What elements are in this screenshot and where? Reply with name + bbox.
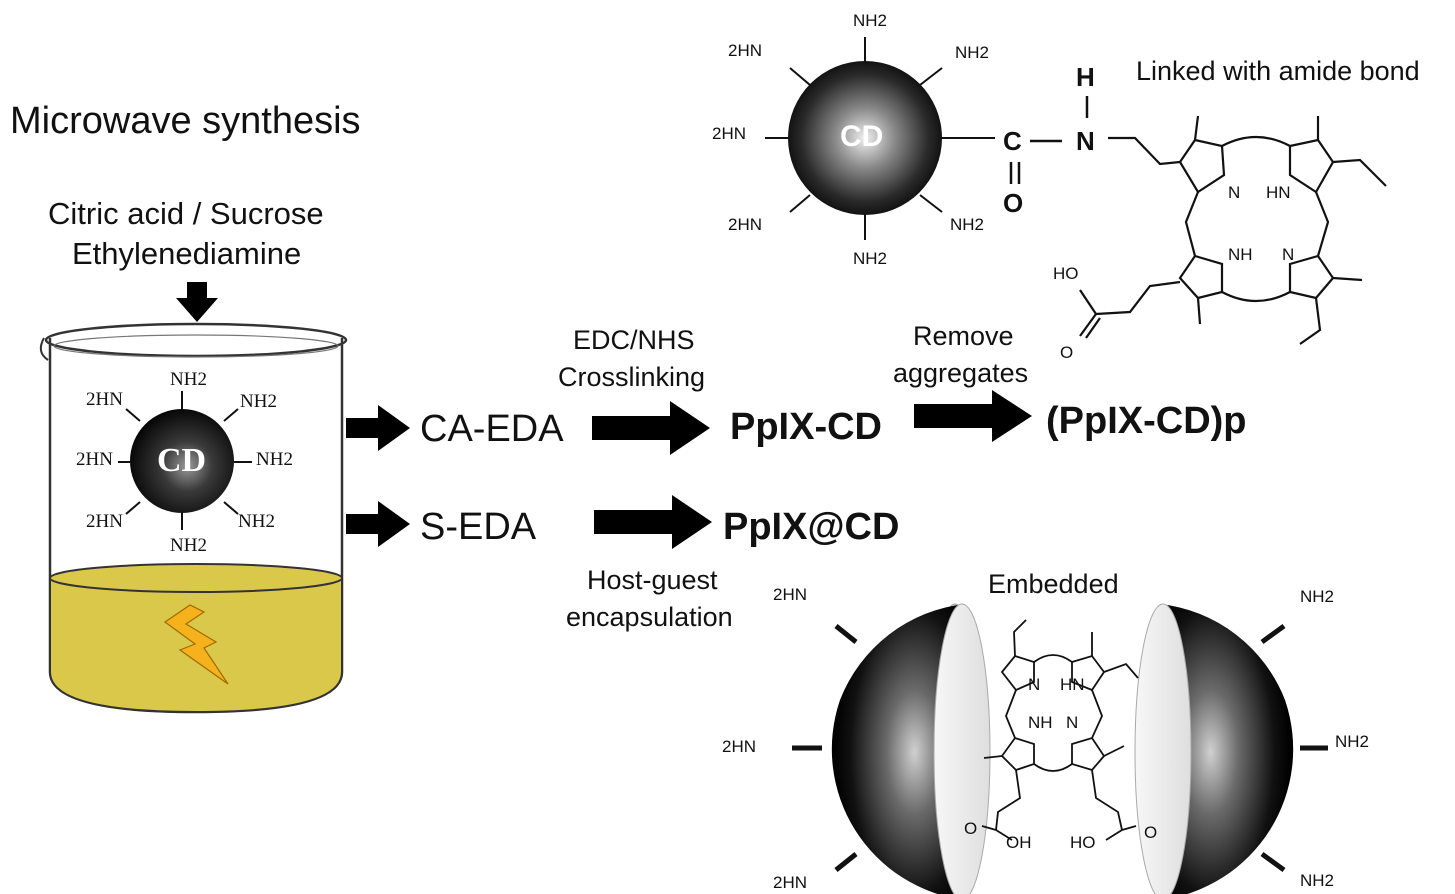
bottom-acid-ho: HO [1070,833,1096,852]
bottom-acid-o-right: O [1144,823,1158,842]
bottom-left-group-3: 2HN [773,873,808,892]
top-group-5: 2HN [728,215,763,234]
lightning-icon [163,604,229,685]
left-half-sphere [831,603,991,894]
step-b-line-1: Host-guest [587,565,718,595]
top-group-2: 2HN [728,41,763,60]
top-acid-ho: HO [1053,264,1079,283]
beaker-group-right: NH2 [256,449,293,470]
bottom-acid-o-left: O [964,819,978,838]
bottom-ring-n2: N [1066,713,1079,732]
bottom-ring-n1: N [1028,675,1041,694]
bottom-right-group-3: NH2 [1300,871,1335,890]
top-cd-sphere [788,61,942,215]
amide-hydrogen: H [1076,62,1095,92]
amide-bond-lines [1009,96,1089,184]
amide-caption: Linked with amide bond [1136,56,1420,86]
arrow-crosslinking [592,401,710,455]
top-ring-n1: N [1228,183,1241,202]
top-ring-hn: HN [1266,183,1291,202]
bottom-acid-oh: OH [1006,833,1032,852]
bottom-right-group-2: NH2 [1335,732,1370,751]
top-group-4: 2HN [712,124,747,143]
step-b-line-2: encapsulation [566,602,733,632]
bottom-ring-nh: NH [1028,713,1053,732]
amide-oxygen: O [1003,188,1024,218]
beaker-group-top: NH2 [170,369,207,390]
beaker-group-upper-right: NH2 [240,391,277,412]
bottom-spokes-left [792,624,858,872]
arrow-encapsulation [594,495,712,549]
beaker-group-lower-right: NH2 [238,511,275,532]
bottom-ring-hn: HN [1060,675,1085,694]
beaker-group-lower-left: 2HN [86,511,123,532]
bottom-left-group-1: 2HN [773,585,808,604]
bottom-left-group-2: 2HN [722,737,757,756]
beaker-group-left: 2HN [76,449,113,470]
beaker-cd-spokes [118,391,252,530]
beaker-group-bottom: NH2 [170,535,207,556]
top-group-3: NH2 [955,43,990,62]
top-ring-nh: NH [1228,245,1253,264]
amide-nitrogen: N [1076,126,1095,156]
arrow-to-s-eda [346,501,410,547]
top-porphyrin [1079,115,1387,345]
right-half-sphere [1134,603,1294,894]
arrow-remove-aggregates [914,390,1032,442]
step-a-line-1: EDC/NHS [573,325,695,355]
product-ppix-cd-purified: (PpIX-CD)p [1046,400,1247,442]
beaker-cd-label: CD [157,442,207,479]
down-arrow-icon [176,282,218,322]
beaker-cd-sphere [130,409,234,513]
bottom-spokes-right [1260,623,1328,873]
top-group-6: NH2 [950,215,985,234]
route-s-eda: S-EDA [420,506,537,548]
reagent-line-2: Ethylenediamine [72,236,302,271]
reagent-line-1: Citric acid / Sucrose [48,196,324,231]
top-group-1: NH2 [853,11,888,30]
top-acid-o: O [1060,343,1074,362]
beaker-group-upper-left: 2HN [86,389,123,410]
step-purify-line-1: Remove [913,321,1014,351]
microwave-title: Microwave synthesis [10,100,361,142]
product-ppix-at-cd: PpIX@CD [723,506,900,548]
bottom-porphyrin [981,619,1139,841]
arrow-to-ca-eda [346,405,410,451]
route-ca-eda: CA-EDA [420,408,564,450]
step-purify-line-2: aggregates [893,358,1029,388]
embedded-caption: Embedded [988,569,1119,599]
amide-carbon: C [1003,126,1022,156]
step-a-line-2: Crosslinking [558,362,706,392]
top-ring-n2: N [1282,245,1295,264]
product-ppix-cd: PpIX-CD [730,406,882,448]
top-group-7: NH2 [853,249,888,268]
top-cd-label: CD [840,120,884,153]
bottom-right-group-1: NH2 [1300,587,1335,606]
